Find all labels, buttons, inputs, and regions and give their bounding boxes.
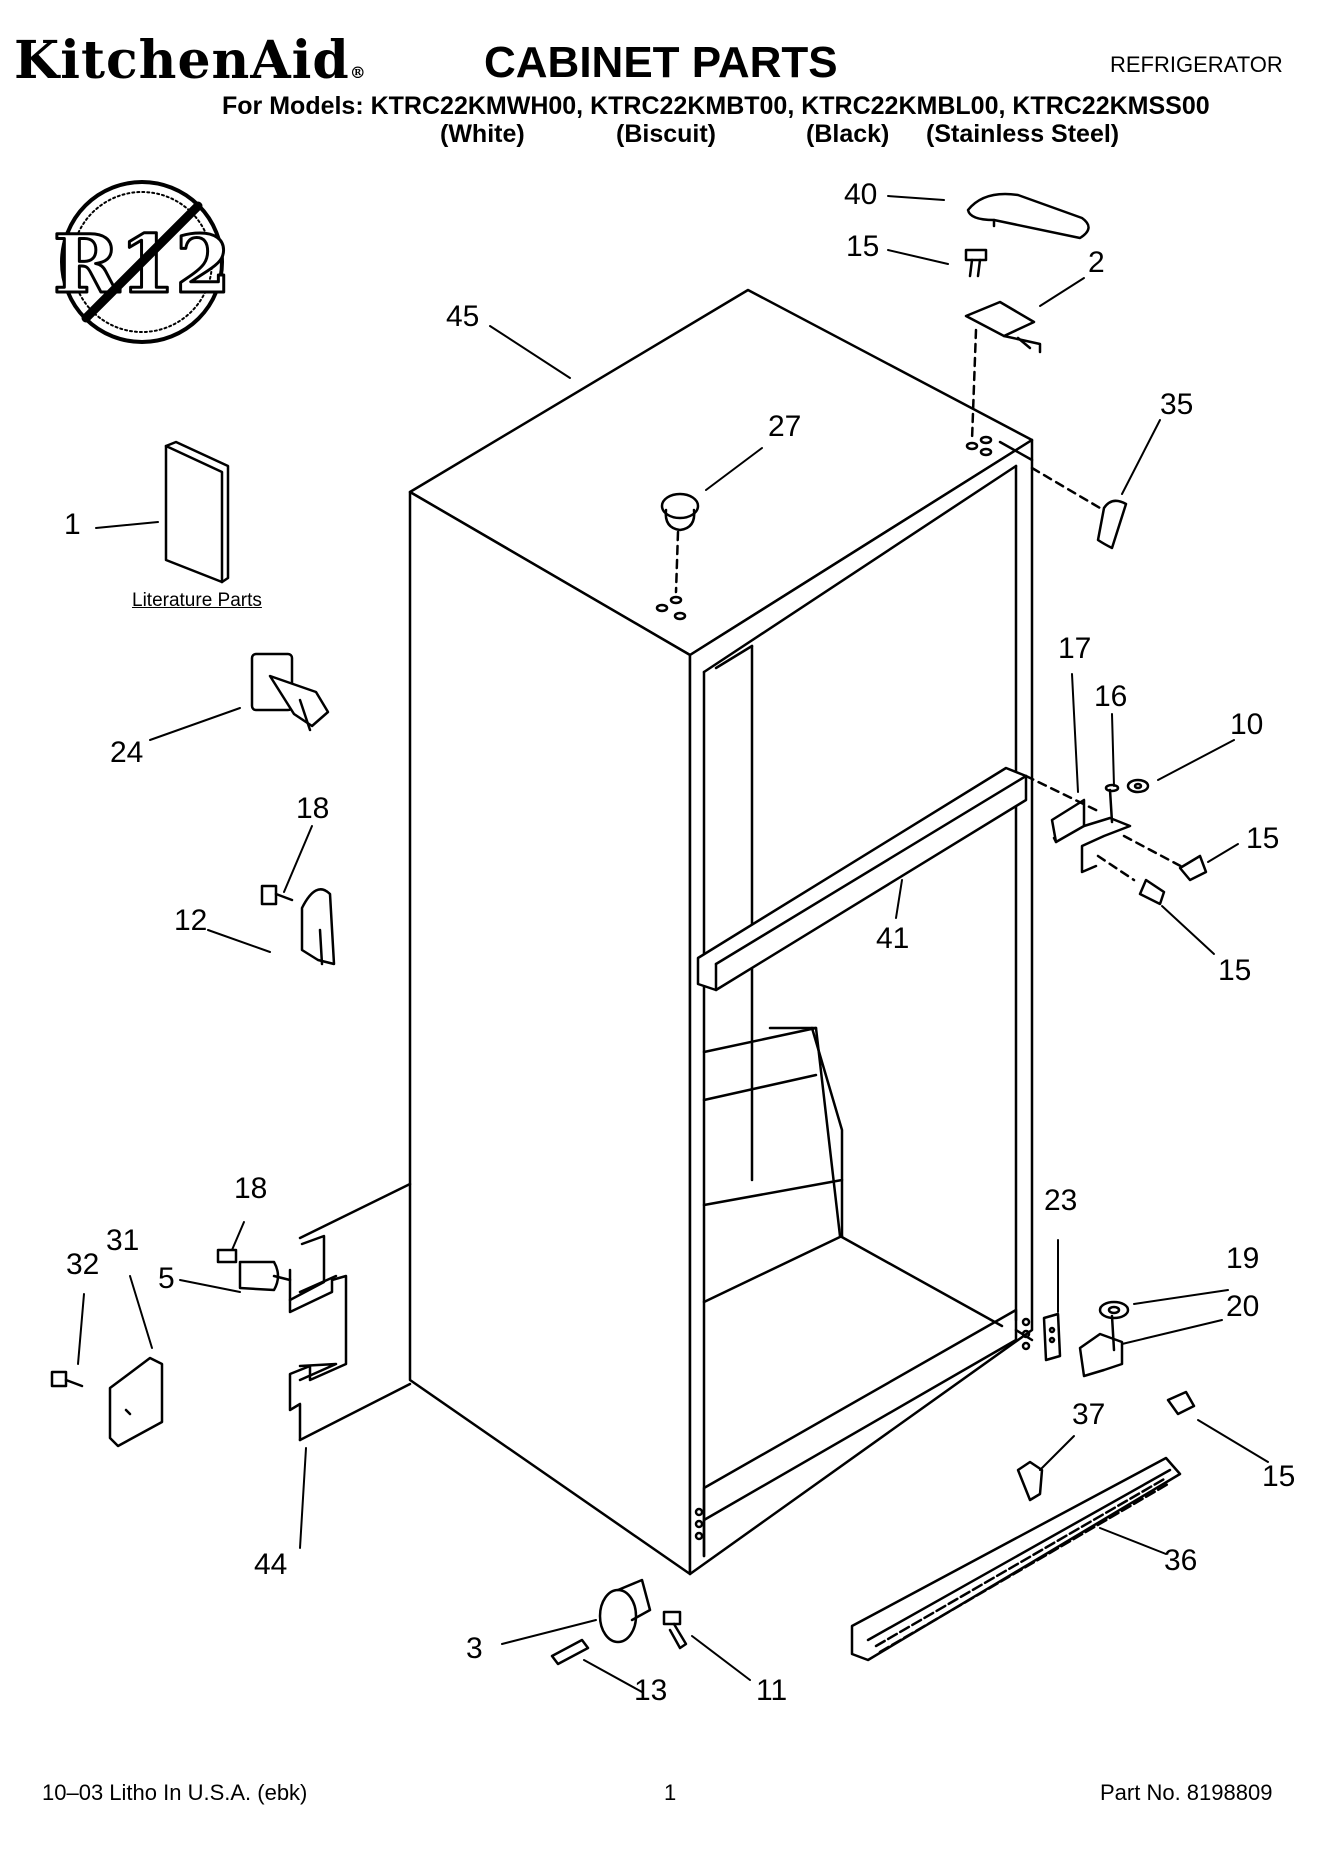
screws-15-mid: [1138, 854, 1208, 906]
pin-bracket-5: [216, 1248, 292, 1292]
literature-parts-1: [164, 440, 230, 584]
clip-37: [1016, 1460, 1044, 1502]
hinge-cover-40: [966, 192, 1090, 240]
callout-11: 11: [756, 1674, 788, 1707]
callout-18: 18: [296, 792, 330, 825]
page-title: CABINET PARTS: [484, 38, 838, 87]
callout-19: 19: [1226, 1242, 1260, 1275]
divider-rail-41: [696, 766, 1028, 992]
variant-black: (Black): [806, 120, 890, 148]
callout-23: 23: [1044, 1184, 1078, 1217]
literature-parts-label: Literature Parts: [132, 590, 262, 611]
bottom-hinge-23: [1042, 1312, 1062, 1362]
callout-15: 15: [1218, 954, 1252, 987]
callout-15: 15: [1262, 1460, 1296, 1493]
roller-3: [598, 1578, 652, 1644]
callout-1: 1: [64, 508, 81, 541]
callout-36: 36: [1164, 1544, 1198, 1577]
center-hinge-17-16: [1024, 774, 1190, 882]
callout-40: 40: [844, 178, 878, 211]
callout-41: 41: [876, 922, 910, 955]
callout-15: 15: [1246, 822, 1280, 855]
callout-2: 2: [1088, 246, 1105, 279]
plug-button-27: [660, 492, 700, 594]
callout-5: 5: [158, 1262, 175, 1295]
callout-10: 10: [1230, 708, 1264, 741]
handle-stud-24: [250, 652, 330, 732]
callout-32: 32: [66, 1248, 100, 1281]
variant-biscuit: (Biscuit): [616, 120, 716, 148]
washer-19: [1098, 1300, 1130, 1320]
badge-text: R12: [53, 217, 231, 311]
hinge-plate-44: [288, 1182, 412, 1442]
variant-stainless-steel: (Stainless Steel): [926, 120, 1120, 148]
pin-13: [550, 1638, 590, 1666]
callout-37: 37: [1072, 1398, 1106, 1431]
callout-20: 20: [1226, 1290, 1260, 1323]
leader-arrows: [77, 195, 1269, 1693]
cabinet-45: [408, 288, 1034, 1576]
callout-16: 16: [1094, 680, 1128, 713]
screw-32: [50, 1370, 84, 1388]
footer-print-info: 10–03 Litho In U.S.A. (ebk): [42, 1780, 308, 1805]
callout-35: 35: [1160, 388, 1194, 421]
brand-logo: KitchenAid®: [14, 30, 367, 91]
callout-45: 45: [446, 300, 480, 333]
callout-24: 24: [110, 736, 144, 769]
variant-white: (White): [440, 120, 525, 148]
part-number: Part No. 8198809: [1100, 1780, 1273, 1805]
callout-15: 15: [846, 230, 880, 263]
callout-27: 27: [768, 410, 802, 443]
toe-grille-36: [850, 1456, 1182, 1662]
callout-12: 12: [174, 904, 208, 937]
top-hinge-2: [964, 300, 1042, 442]
no-r12-badge: R12: [52, 180, 232, 344]
callout-17: 17: [1058, 632, 1092, 665]
screw-15-top: [964, 248, 988, 278]
registered-mark: ®: [349, 63, 367, 82]
callout-44: 44: [254, 1548, 288, 1581]
callout-31: 31: [106, 1224, 140, 1257]
callout-3: 3: [466, 1632, 483, 1665]
page-number: 1: [664, 1780, 677, 1805]
brand-name: KitchenAid: [14, 30, 350, 91]
appliance-category: REFRIGERATOR: [1110, 52, 1283, 77]
models-line: For Models: KTRC22KMWH00, KTRC22KMBT00, …: [222, 92, 1210, 120]
clip-12: [260, 884, 336, 966]
screw-15-bottom: [1166, 1390, 1196, 1416]
callout-13: 13: [634, 1674, 668, 1707]
washer-10: [1126, 778, 1150, 794]
hinge-cover-31: [108, 1356, 164, 1448]
screw-11: [662, 1610, 688, 1650]
bracket-20: [1078, 1314, 1124, 1378]
bracket-35: [1030, 466, 1128, 550]
callout-18: 18: [234, 1172, 268, 1205]
